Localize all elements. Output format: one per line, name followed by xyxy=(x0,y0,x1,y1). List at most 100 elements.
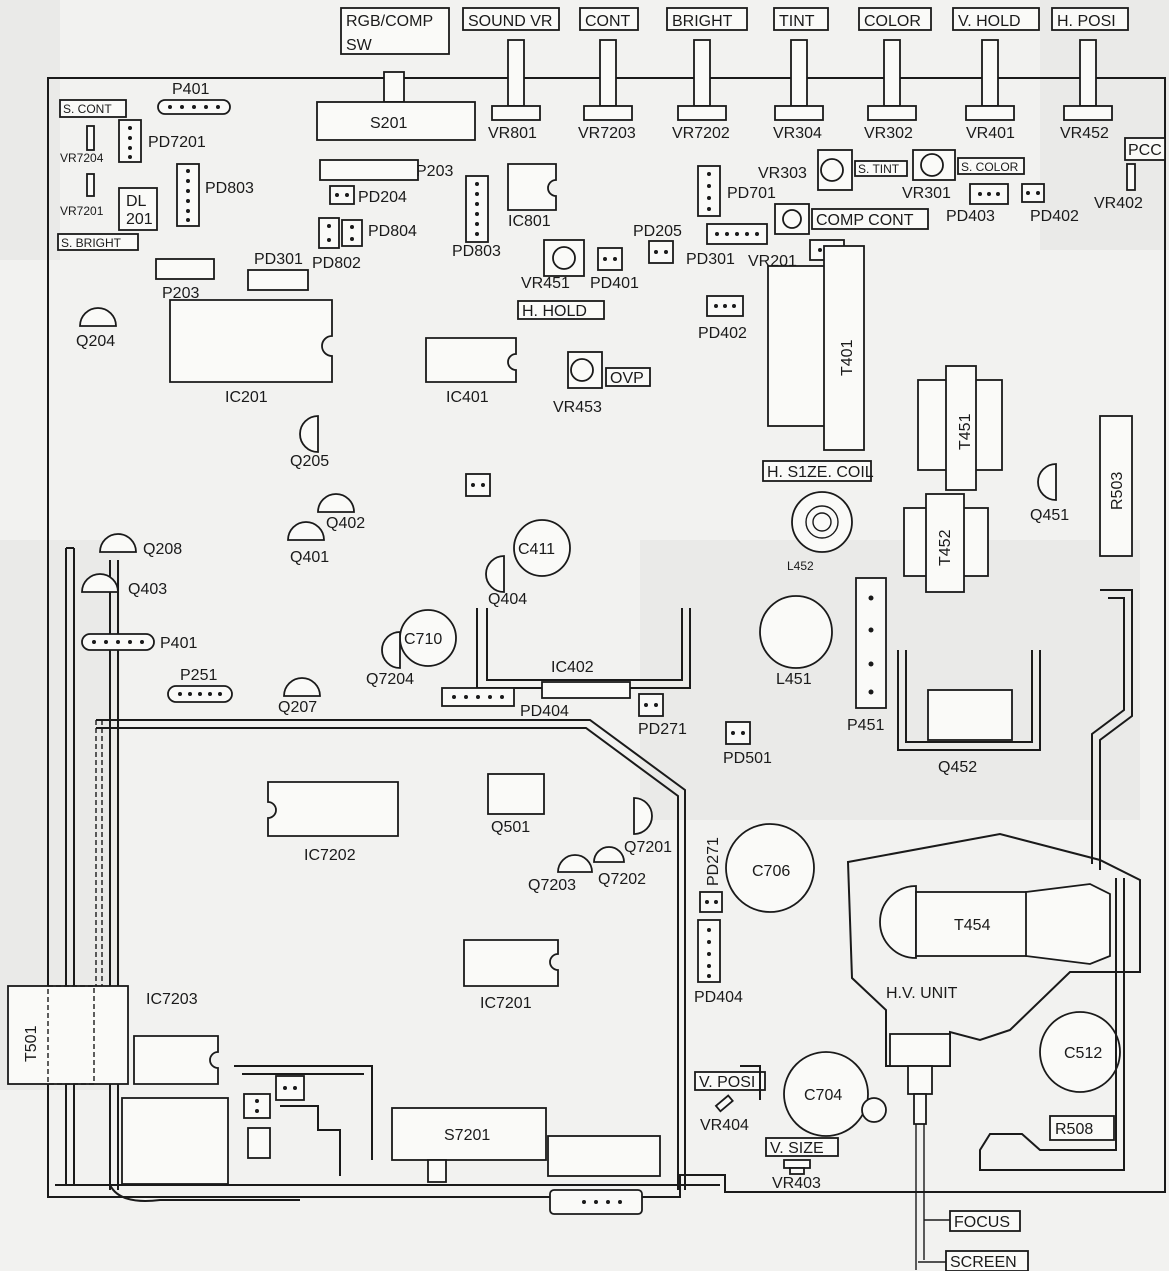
q403-label: Q403 xyxy=(128,581,167,598)
v-hold-label: V. HOLD xyxy=(958,13,1021,30)
pd403-label: PD403 xyxy=(946,208,995,225)
vr451-label: VR451 xyxy=(521,275,570,292)
ic801-label: IC801 xyxy=(508,213,551,230)
vr201-label: VR201 xyxy=(748,253,797,270)
vr302-label: VR302 xyxy=(864,125,913,142)
vr401-label: VR401 xyxy=(966,125,1015,142)
q401-label: Q401 xyxy=(290,549,329,566)
pd271-label: PD271 xyxy=(638,721,687,738)
q7204-label: Q7204 xyxy=(366,671,414,688)
p251-label: P251 xyxy=(180,667,217,684)
color-label: COLOR xyxy=(864,13,921,30)
h-hold-label: H. HOLD xyxy=(522,303,587,320)
vr801-shaft xyxy=(491,39,541,121)
rgb-comp-label: RGB/COMP xyxy=(346,13,433,30)
s201-label: S201 xyxy=(370,115,407,132)
vr801-label: VR801 xyxy=(488,125,537,142)
pd804-label: PD804 xyxy=(368,223,417,240)
dl201-label-2: 201 xyxy=(126,211,153,228)
q404-label: Q404 xyxy=(488,591,527,608)
background-bleed xyxy=(0,0,1169,1090)
r508-label: R508 xyxy=(1055,1121,1093,1138)
c411-label: C411 xyxy=(518,541,555,558)
pd701-label: PD701 xyxy=(727,185,776,202)
q402-label: Q402 xyxy=(326,515,365,532)
vr-shafts xyxy=(491,39,1113,121)
comp-cont-label: COMP CONT xyxy=(816,212,914,229)
s-color-label: S. COLOR xyxy=(961,160,1019,174)
ic201-label: IC201 xyxy=(225,389,268,406)
p401-left-label: P401 xyxy=(160,635,197,652)
pd205-label: PD205 xyxy=(633,223,682,240)
q204-label: Q204 xyxy=(76,333,115,350)
s7201-label: S7201 xyxy=(444,1127,490,1144)
cont-label: CONT xyxy=(585,13,631,30)
q208-label: Q208 xyxy=(143,541,182,558)
components xyxy=(7,99,1141,1270)
boxed-labels: S. CONT S. BRIGHT H. HOLD OVP S. TINT S.… xyxy=(57,99,1166,1271)
q205-label: Q205 xyxy=(290,453,329,470)
vr402-label: VR402 xyxy=(1094,195,1143,212)
t451-label: T451 xyxy=(957,413,974,450)
vr403-label: VR403 xyxy=(772,1175,821,1192)
pd803-mid-label: PD803 xyxy=(452,243,501,260)
q7203-label: Q7203 xyxy=(528,877,576,894)
vr7202-label: VR7202 xyxy=(672,125,730,142)
pd301-mid-label: PD301 xyxy=(686,251,735,268)
vr401-shaft xyxy=(965,39,1015,121)
vr7203-shaft xyxy=(583,39,633,121)
vr302-shaft xyxy=(867,39,917,121)
s201-switch xyxy=(316,71,476,141)
vr301-label: VR301 xyxy=(902,185,951,202)
rgb-comp-sw-label: SW xyxy=(346,37,373,54)
ic401-label: IC401 xyxy=(446,389,489,406)
p203-top-label: P203 xyxy=(416,163,453,180)
l452-label: L452 xyxy=(787,559,814,573)
sound-vr-label: SOUND VR xyxy=(468,13,552,30)
pd501-label: PD501 xyxy=(723,750,772,767)
vr7201-label: VR7201 xyxy=(60,204,104,218)
pd802-label: PD802 xyxy=(312,255,361,272)
tint-label: TINT xyxy=(779,13,815,30)
vr453-label: VR453 xyxy=(553,399,602,416)
q451-label: Q451 xyxy=(1030,507,1069,524)
q501-label: Q501 xyxy=(491,819,530,836)
vr7202-shaft xyxy=(677,39,727,121)
ic402-label: IC402 xyxy=(551,659,594,676)
t401-label: T401 xyxy=(839,339,856,376)
pd404-bottom-label: PD404 xyxy=(694,989,743,1006)
q7202-label: Q7202 xyxy=(598,871,646,888)
q207-label: Q207 xyxy=(278,699,317,716)
t454-label: T454 xyxy=(954,917,991,934)
pd402-right-label: PD402 xyxy=(1030,208,1079,225)
vr452-shaft xyxy=(1063,39,1113,121)
vr304-shaft xyxy=(774,39,824,121)
pd204-label: PD204 xyxy=(358,189,407,206)
p451-label: P451 xyxy=(847,717,884,734)
l451-label: L451 xyxy=(776,671,812,688)
dl201-label-1: DL xyxy=(126,193,147,210)
c706-label: C706 xyxy=(752,863,790,880)
s-tint-label: S. TINT xyxy=(858,162,900,176)
pd803-left-label: PD803 xyxy=(205,180,254,197)
pd404-label: PD404 xyxy=(520,703,569,720)
rgb-comp-box xyxy=(340,7,450,55)
pd7201-label: PD7201 xyxy=(148,134,206,151)
vr304-label: VR304 xyxy=(773,125,822,142)
pd271-vertical-label: PD271 xyxy=(705,837,722,886)
q452-label: Q452 xyxy=(938,759,977,776)
vr7204-label: VR7204 xyxy=(60,151,104,165)
hv-unit-label: H.V. UNIT xyxy=(886,985,958,1002)
vr404-label: VR404 xyxy=(700,1117,749,1134)
vr7203-label: VR7203 xyxy=(578,125,636,142)
pd301-left-label: PD301 xyxy=(254,251,303,268)
bright-label: BRIGHT xyxy=(672,13,733,30)
q7201-label: Q7201 xyxy=(624,839,672,856)
c704-label: C704 xyxy=(804,1087,842,1104)
v-size-label: V. SIZE xyxy=(770,1140,824,1157)
t452-label: T452 xyxy=(937,529,954,566)
top-controls: RGB/COMP SW SOUND VR CONT BRIGHT TINT CO… xyxy=(340,7,1129,55)
h-posi-label: H. POSI xyxy=(1057,13,1116,30)
ovp-label: OVP xyxy=(610,370,644,387)
